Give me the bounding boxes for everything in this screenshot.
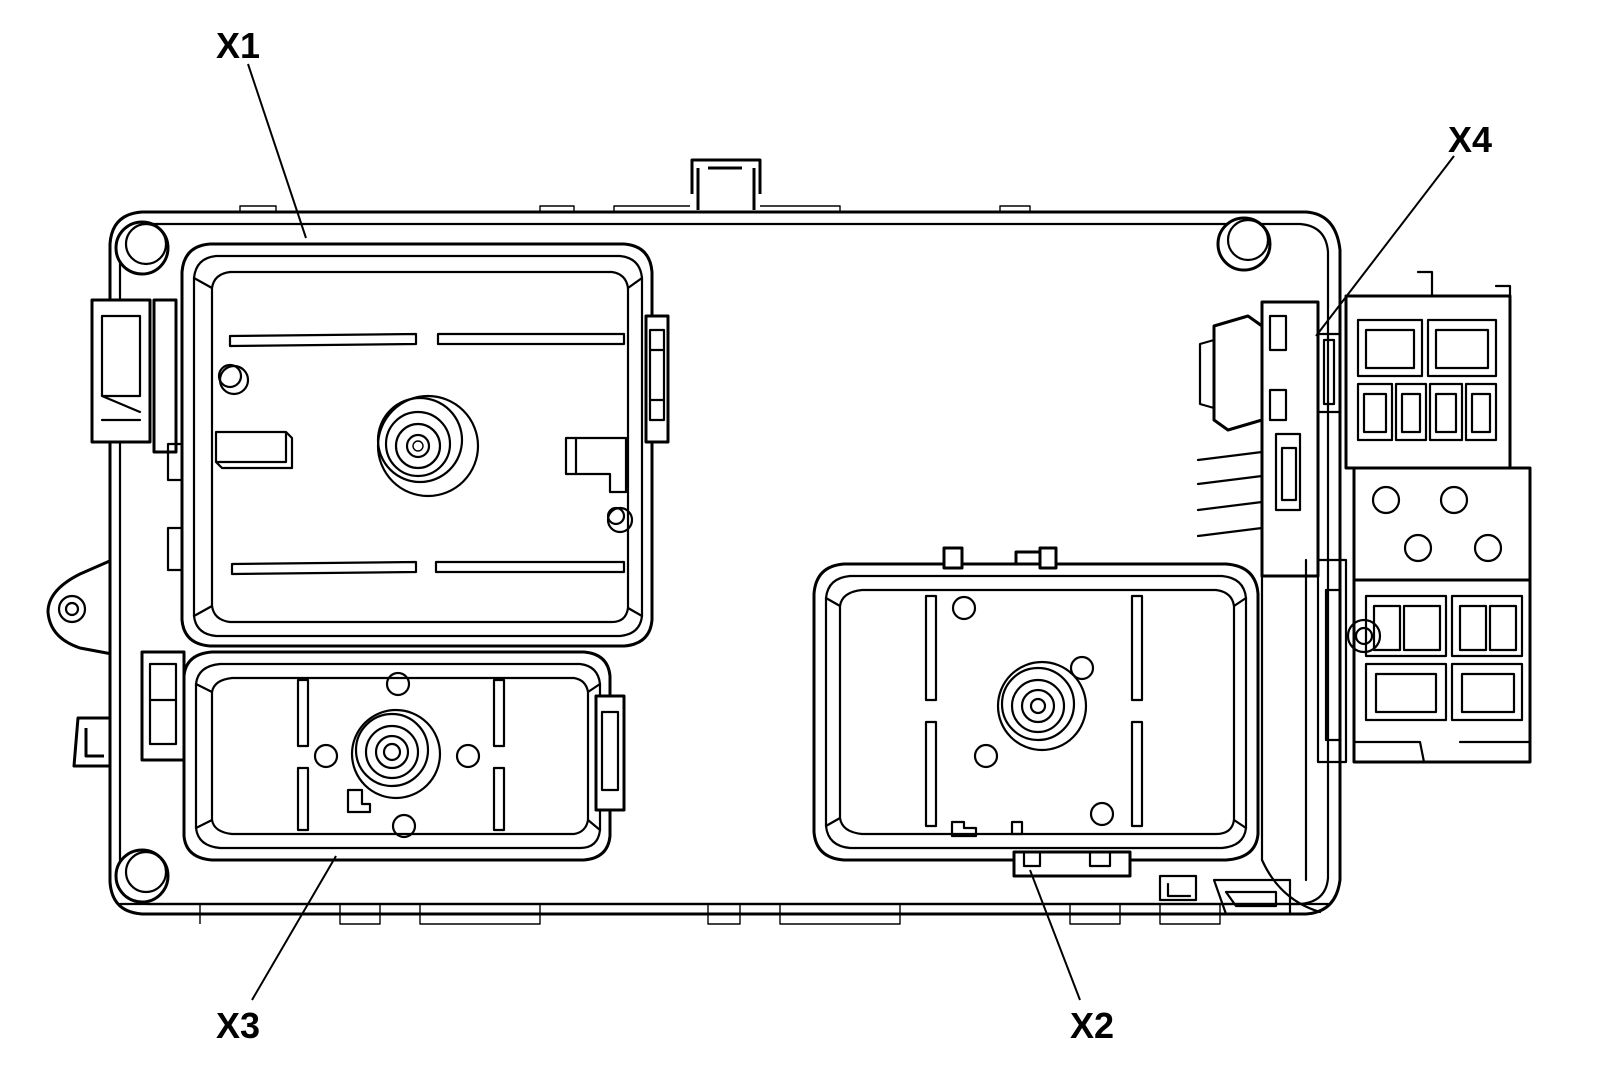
- connector-x1: [180, 242, 670, 648]
- leader-x3: [251, 855, 337, 1001]
- left-latch-lower: [140, 650, 186, 762]
- connector-x4: [1316, 270, 1532, 764]
- callout-x1: X1: [216, 25, 260, 66]
- callout-x2: X2: [1070, 1005, 1114, 1046]
- right-bracket: [1158, 300, 1342, 916]
- callout-x4: X4: [1448, 119, 1492, 160]
- callout-leaders: [247, 63, 1455, 1001]
- connector-x2: [812, 546, 1260, 878]
- leader-x4: [1315, 155, 1455, 337]
- connector-x3: [182, 650, 626, 862]
- callout-x3: X3: [216, 1005, 260, 1046]
- leader-x2: [1029, 869, 1081, 1001]
- left-latch-upper: [90, 298, 210, 572]
- leader-x1: [247, 63, 307, 239]
